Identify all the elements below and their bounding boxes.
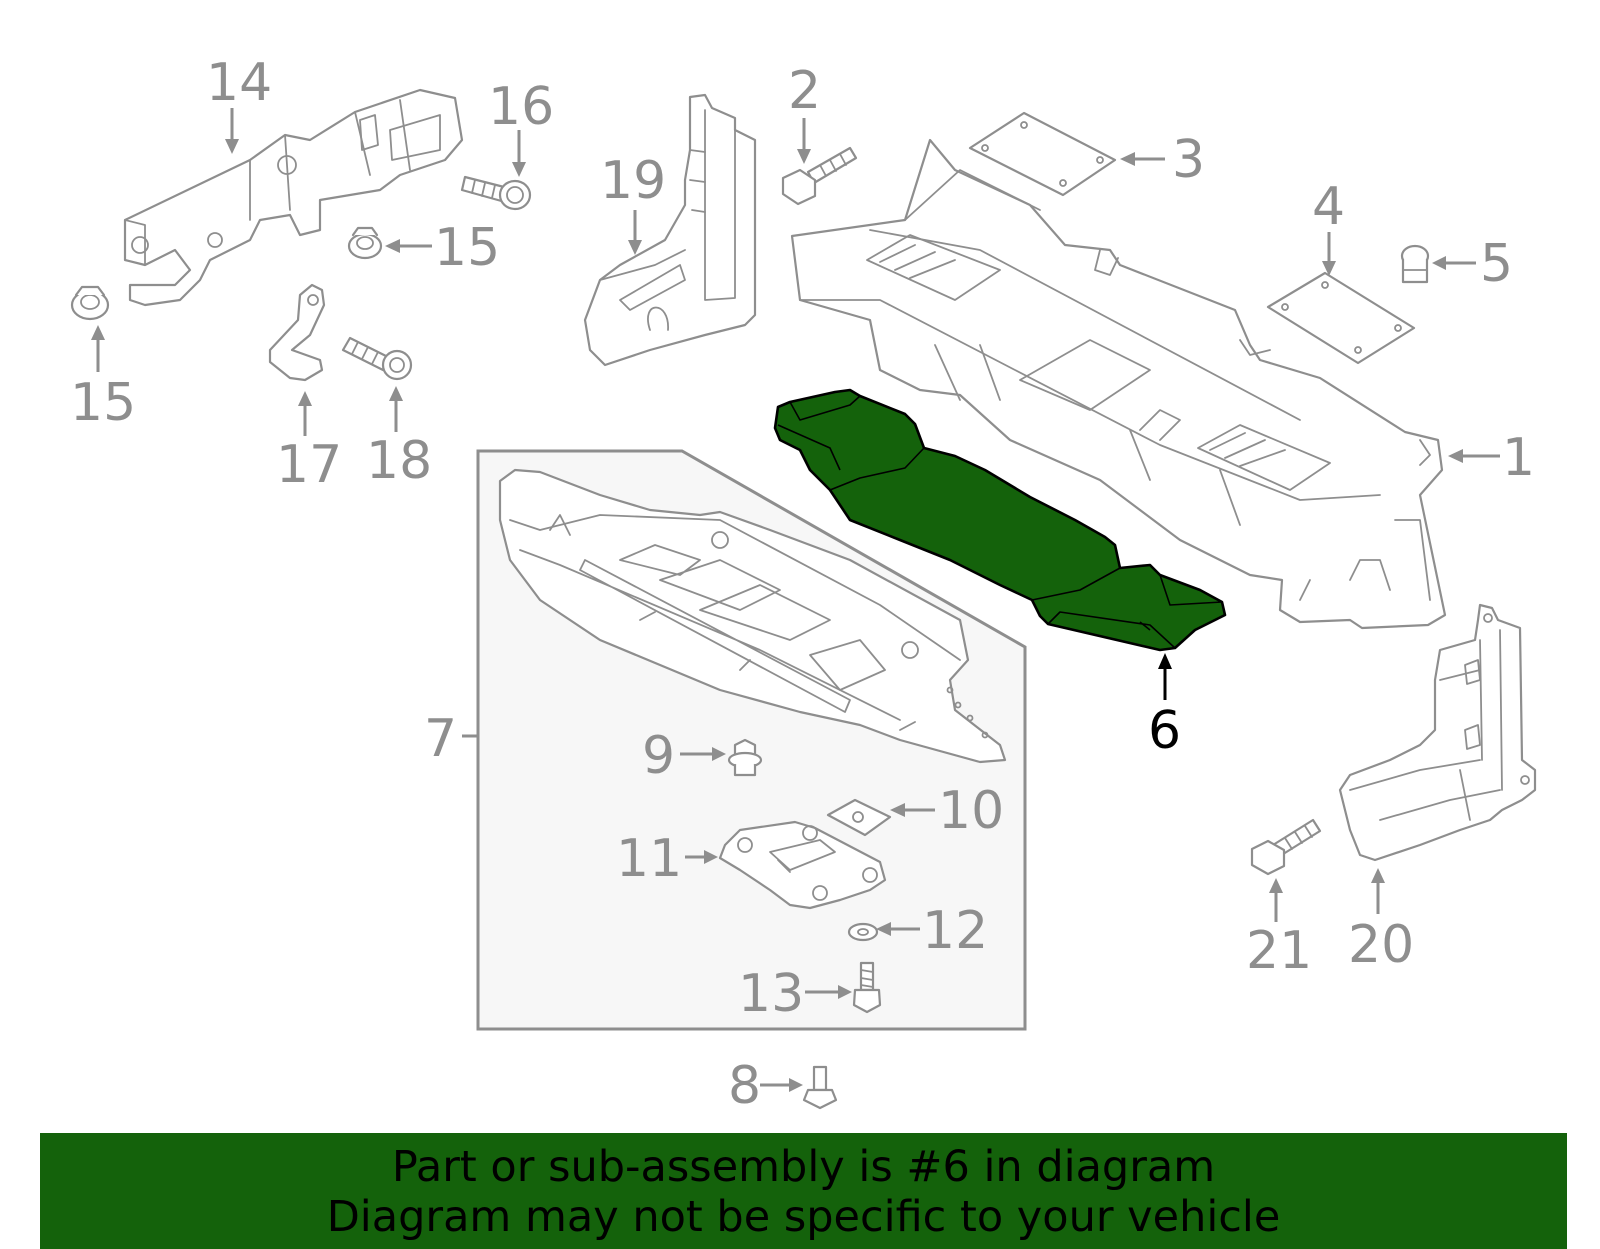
part-15-clip-lower[interactable] (70, 285, 110, 321)
banner-line-1: Part or sub-assembly is #6 in diagram (391, 1142, 1216, 1192)
info-banner: Part or sub-assembly is #6 in diagram Di… (40, 1133, 1567, 1249)
callout-14: 14 (206, 53, 272, 113)
banner-line-2: Diagram may not be specific to your vehi… (326, 1192, 1281, 1242)
callout-15-right: 15 (434, 218, 500, 278)
callout-2: 2 (788, 61, 821, 121)
callout-20: 20 (1348, 915, 1414, 975)
callout-10: 10 (938, 781, 1004, 841)
part-18-bolt[interactable] (341, 336, 413, 381)
part-11-bracket[interactable] (718, 820, 887, 910)
part-13-screw[interactable] (852, 961, 882, 1014)
part-2-bolt[interactable] (781, 146, 858, 206)
part-14-bracket[interactable] (123, 88, 464, 307)
part-16-bolt[interactable] (460, 175, 532, 211)
callout-arrows (91, 108, 1500, 1092)
part-9-clip[interactable] (727, 738, 763, 777)
callout-7: 7 (424, 709, 457, 769)
part-7-splash-shield[interactable] (498, 468, 1007, 764)
part-4-pad[interactable] (1266, 271, 1416, 365)
callout-1: 1 (1502, 428, 1535, 488)
part-17-bracket[interactable] (268, 283, 326, 382)
callout-21: 21 (1246, 921, 1312, 981)
part-6-air-deflector[interactable] (773, 388, 1227, 652)
part-10-nut-plate[interactable] (826, 798, 892, 837)
callout-17: 17 (276, 435, 342, 495)
part-3-pad[interactable] (968, 111, 1117, 197)
callout-13: 13 (738, 964, 804, 1024)
callout-5: 5 (1480, 234, 1513, 294)
callout-15-left: 15 (70, 373, 136, 433)
part-1-radiator-support[interactable] (790, 138, 1447, 630)
callout-16: 16 (488, 77, 554, 137)
part-5-clip[interactable] (1400, 244, 1430, 284)
callout-3: 3 (1172, 130, 1205, 190)
callout-labels: 1 2 3 4 5 6 7 8 9 10 11 12 13 14 15 15 1… (70, 53, 1535, 1116)
part-8-bolt[interactable] (802, 1065, 838, 1110)
callout-6: 6 (1148, 701, 1181, 761)
part-19-bracket[interactable] (583, 93, 757, 367)
callout-9: 9 (642, 726, 675, 786)
callout-4: 4 (1312, 177, 1345, 237)
callout-8: 8 (728, 1056, 761, 1116)
callout-19: 19 (600, 151, 666, 211)
part-21-bolt[interactable] (1250, 818, 1322, 876)
part-15-clip-upper[interactable] (347, 226, 383, 260)
callout-18: 18 (366, 431, 432, 491)
part-12-washer[interactable] (847, 922, 879, 942)
part-20-bracket[interactable] (1338, 603, 1537, 862)
callout-11: 11 (616, 829, 682, 889)
callout-12: 12 (922, 901, 988, 961)
